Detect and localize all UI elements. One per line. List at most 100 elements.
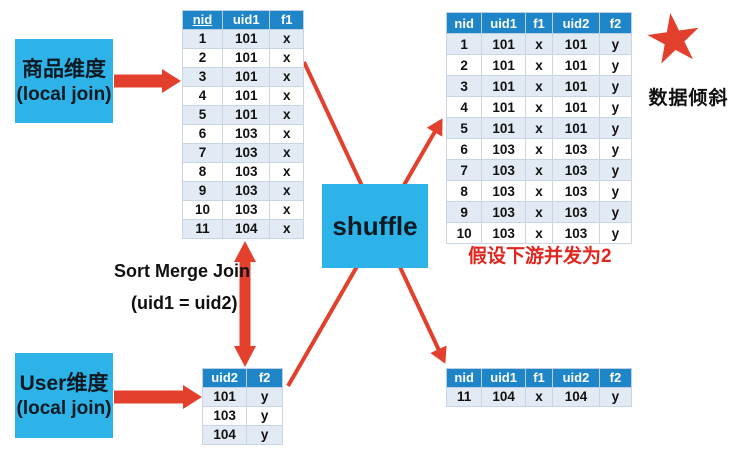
table-cell: 104 [552, 387, 600, 407]
table-cell: 8 [182, 162, 223, 182]
table-cell: 101 [481, 96, 526, 118]
table-cell: 103 [481, 201, 526, 223]
table-cell: 1 [182, 29, 223, 49]
table-cell: y [598, 222, 633, 244]
table-cell: y [246, 406, 283, 426]
shuffle-box: shuffle [322, 184, 428, 268]
column-header: uid2 [552, 368, 600, 388]
table-cell: 101 [221, 48, 271, 68]
user-box-title: User维度 [19, 372, 109, 395]
table-cell: 104 [201, 425, 248, 445]
column-header: f2 [246, 368, 283, 388]
table-cell: y [598, 180, 633, 202]
table-cell: y [598, 33, 633, 55]
table-cell: 103 [552, 201, 600, 223]
table-cell: y [598, 387, 633, 407]
user-dimension-box: User维度 (local join) [15, 353, 113, 438]
table-cell: x [269, 29, 304, 49]
join-condition-label: (uid1 = uid2) [131, 293, 238, 313]
table-cell: 6 [182, 124, 223, 144]
product-box-subtitle: (local join) [16, 83, 112, 105]
table-cell: 101 [552, 117, 600, 139]
table-cell: 5 [182, 105, 223, 125]
table-cell: y [598, 54, 633, 76]
table-cell: x [524, 387, 554, 407]
data-skew-label: 数据倾斜 [648, 88, 729, 109]
column-header: f2 [598, 368, 633, 388]
table-cell: 101 [221, 105, 271, 125]
table-cell: 103 [221, 124, 271, 144]
table-cell: 3 [182, 67, 223, 87]
table-cell: 9 [445, 201, 483, 223]
table-cell: y [598, 201, 633, 223]
column-header: f1 [524, 12, 554, 34]
table-cell: 101 [481, 54, 526, 76]
table-cell: 104 [221, 219, 271, 239]
column-header: f1 [524, 368, 554, 388]
table-cell: x [269, 162, 304, 182]
column-header: uid1 [481, 12, 526, 34]
product-box-title: 商品维度 [22, 57, 106, 81]
table-cell: 5 [445, 117, 483, 139]
table-cell: 2 [182, 48, 223, 68]
table-cell: 103 [201, 406, 248, 426]
table-cell: x [269, 105, 304, 125]
column-header: uid1 [221, 10, 271, 30]
column-header: uid1 [481, 368, 526, 388]
table-cell: y [598, 117, 633, 139]
sort-merge-join-label: Sort Merge Join [114, 261, 251, 281]
table-cell: x [524, 138, 554, 160]
table-cell: x [524, 75, 554, 97]
table-cell: x [524, 159, 554, 181]
table-cell: x [524, 33, 554, 55]
table-cell: x [269, 143, 304, 163]
table-cell: x [269, 48, 304, 68]
table-cell: x [269, 200, 304, 220]
table-cell: 7 [445, 159, 483, 181]
table-cell: x [524, 96, 554, 118]
table-cell: y [598, 159, 633, 181]
table-cell: 104 [481, 387, 526, 407]
table-cell: 6 [445, 138, 483, 160]
table-cell: y [246, 387, 283, 407]
table-cell: 11 [182, 219, 223, 239]
table-cell: y [598, 138, 633, 160]
table-cell: x [269, 181, 304, 201]
table-cell: 101 [221, 67, 271, 87]
table-cell: 4 [182, 86, 223, 106]
column-header: f1 [269, 10, 304, 30]
table-cell: y [246, 425, 283, 445]
table-cell: 103 [221, 181, 271, 201]
table-cell: x [524, 201, 554, 223]
table-cell: 103 [481, 180, 526, 202]
table-cell: 101 [221, 86, 271, 106]
table-cell: 7 [182, 143, 223, 163]
table-cell: 3 [445, 75, 483, 97]
table-cell: 103 [552, 180, 600, 202]
table-cell: 10 [445, 222, 483, 244]
table-cell: y [598, 96, 633, 118]
